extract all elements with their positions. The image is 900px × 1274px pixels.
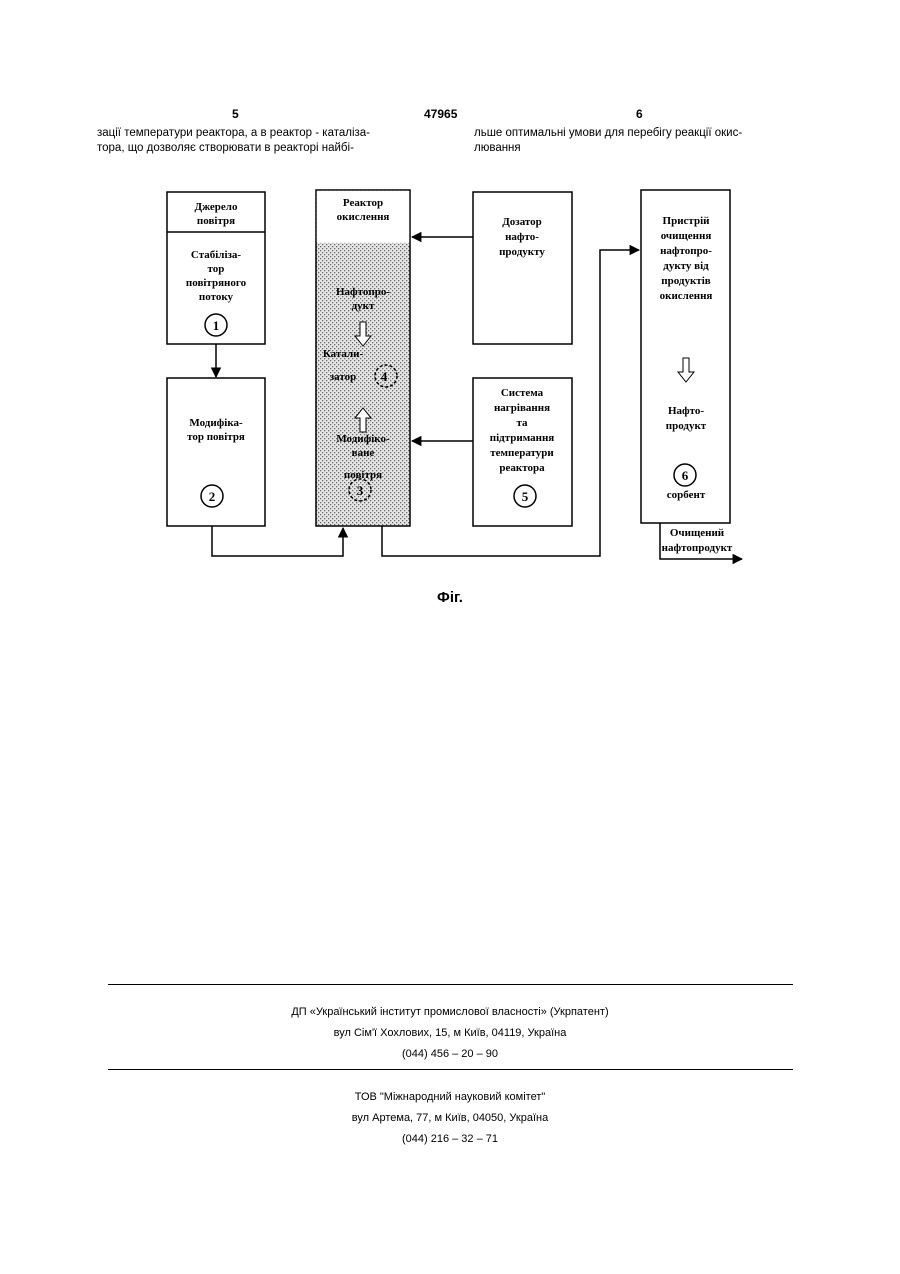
cleaner-sorbent: сорбент xyxy=(667,489,706,501)
heating-number: 5 xyxy=(522,489,529,504)
oxidation-reactor-box: Реакторокислення Нафтопро-дукт Катали-за… xyxy=(316,190,410,526)
oil-doser-box: Дозаторнафто-продукту xyxy=(473,192,572,344)
text-column-left: зації температури реактора, а в реактор … xyxy=(97,126,423,156)
reactor-number-catalyst: 4 xyxy=(381,369,388,384)
heating-system-box: Системанагріваннятапідтриманнятемператур… xyxy=(473,378,572,526)
patent-number: 47965 xyxy=(424,107,457,121)
footer-divider-bottom xyxy=(108,1069,793,1070)
footer-org1-phone: (044) 456 – 20 – 90 xyxy=(0,1048,900,1060)
text-line: тора, що дозволяє створювати в реакторі … xyxy=(97,141,423,156)
page-number-left: 5 xyxy=(232,107,239,121)
footer-org2-address: вул Артема, 77, м Київ, 04050, Україна xyxy=(0,1112,900,1124)
process-diagram: Джерелоповітря Стабіліза-торповітряногоп… xyxy=(150,180,770,580)
text-line: лювання xyxy=(474,141,800,156)
air-modifier-box: Модифіка-тор повітря 2 xyxy=(167,378,265,526)
box1-number: 1 xyxy=(213,318,220,333)
footer-org2-phone: (044) 216 – 32 – 71 xyxy=(0,1133,900,1145)
output-label: Очищенийнафтопродукт xyxy=(662,527,733,554)
footer-org1-address: вул Сім'ї Хохлових, 15, м Київ, 04119, У… xyxy=(0,1027,900,1039)
footer-org1-name: ДП «Український інститут промислової вла… xyxy=(0,1006,900,1018)
text-line: льше оптимальні умови для перебігу реакц… xyxy=(474,126,800,141)
oil-cleaner-box: Пристрійочищеннянафтопро-дукту відпродук… xyxy=(641,190,730,523)
figure-caption: Фіг. xyxy=(0,589,900,606)
air-source-stabilizer-box: Джерелоповітря Стабіліза-торповітряногоп… xyxy=(167,192,265,344)
footer-org2-name: ТОВ "Міжнародний науковий комітет" xyxy=(0,1091,900,1103)
arrow-box2-to-reactor xyxy=(212,526,343,556)
reactor-number-modified: 3 xyxy=(357,483,364,498)
footer-divider-top xyxy=(108,984,793,985)
cleaner-number: 6 xyxy=(682,468,689,483)
text-line: зації температури реактора, а в реактор … xyxy=(97,126,423,141)
doser-body: Дозаторнафто-продукту xyxy=(499,216,545,258)
box2-number: 2 xyxy=(209,489,216,504)
text-column-right: льше оптимальні умови для перебігу реакц… xyxy=(474,126,800,156)
page-number-right: 6 xyxy=(636,107,643,121)
